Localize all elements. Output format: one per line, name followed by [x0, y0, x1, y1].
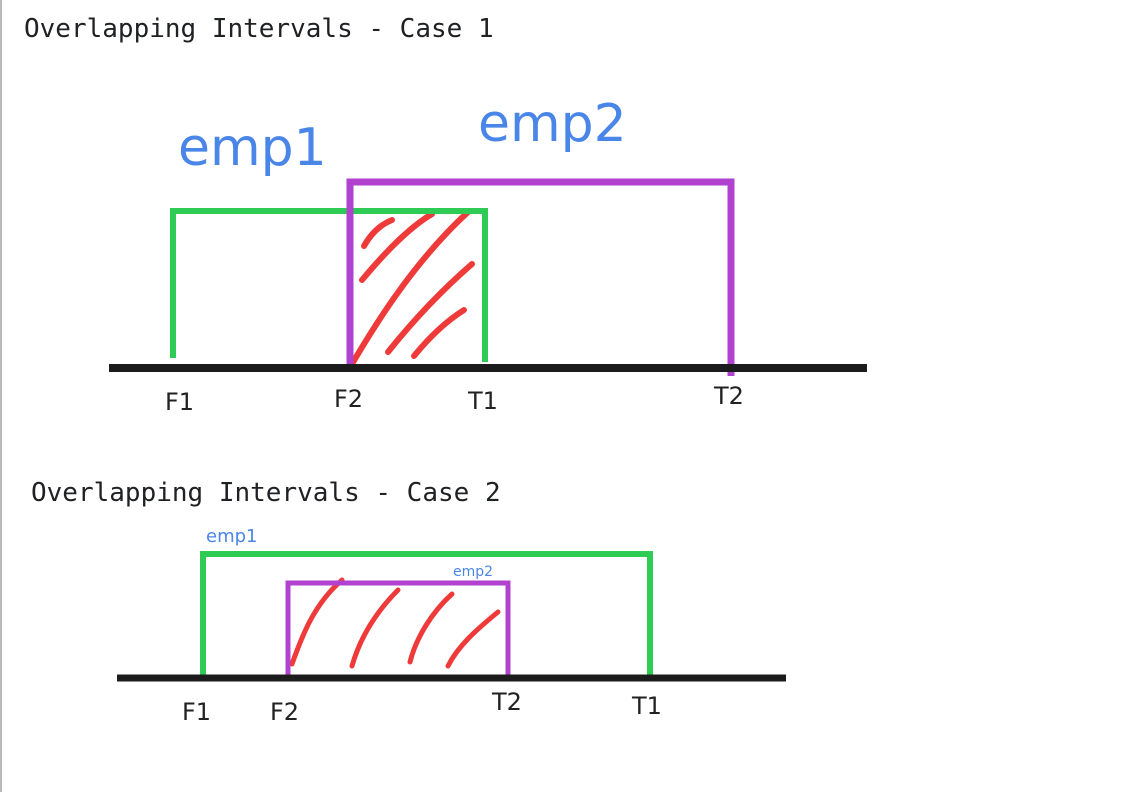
case2-diagram	[117, 551, 786, 682]
case2-tick-t2: T2	[492, 688, 522, 716]
case2-hatch-stroke	[289, 577, 345, 667]
case2-heading: Overlapping Intervals - Case 2	[31, 478, 501, 508]
case2-tick-t1: T1	[632, 692, 662, 720]
case2-overlap-hatch	[289, 577, 501, 669]
case1-tick-t1: T1	[468, 387, 498, 415]
case1-diagram	[109, 178, 867, 376]
case1-emp1-interval	[170, 208, 488, 362]
case1-tick-f2: F2	[334, 385, 364, 413]
case1-emp2-label: emp2	[478, 94, 627, 154]
left-border	[0, 0, 2, 792]
case2-hatch-stroke	[349, 587, 401, 669]
case2-emp1-label: emp1	[206, 526, 258, 547]
case1-hatch-stroke	[385, 261, 475, 355]
case1-emp2-interval	[346, 178, 735, 376]
case2-emp1-interval	[200, 551, 653, 680]
case2-emp2-label: emp2	[453, 564, 494, 580]
case2-tick-f2: F2	[270, 698, 300, 726]
case2-tick-f1: F1	[182, 698, 212, 726]
case1-tick-f1: F1	[165, 388, 195, 416]
case1-tick-t2: T2	[714, 382, 744, 410]
case1-emp1-label: emp1	[178, 118, 327, 178]
case1-overlap-hatch	[349, 209, 475, 367]
case1-heading: Overlapping Intervals - Case 1	[24, 14, 494, 44]
case2-hatch-stroke	[445, 609, 501, 669]
case1-hatch-stroke	[359, 211, 435, 283]
case2-emp2-interval	[285, 580, 511, 680]
case2-hatch-stroke	[407, 591, 455, 665]
case1-hatch-stroke	[411, 307, 467, 359]
case1-hatch-stroke	[361, 217, 395, 249]
case1-hatch-stroke	[349, 209, 471, 367]
